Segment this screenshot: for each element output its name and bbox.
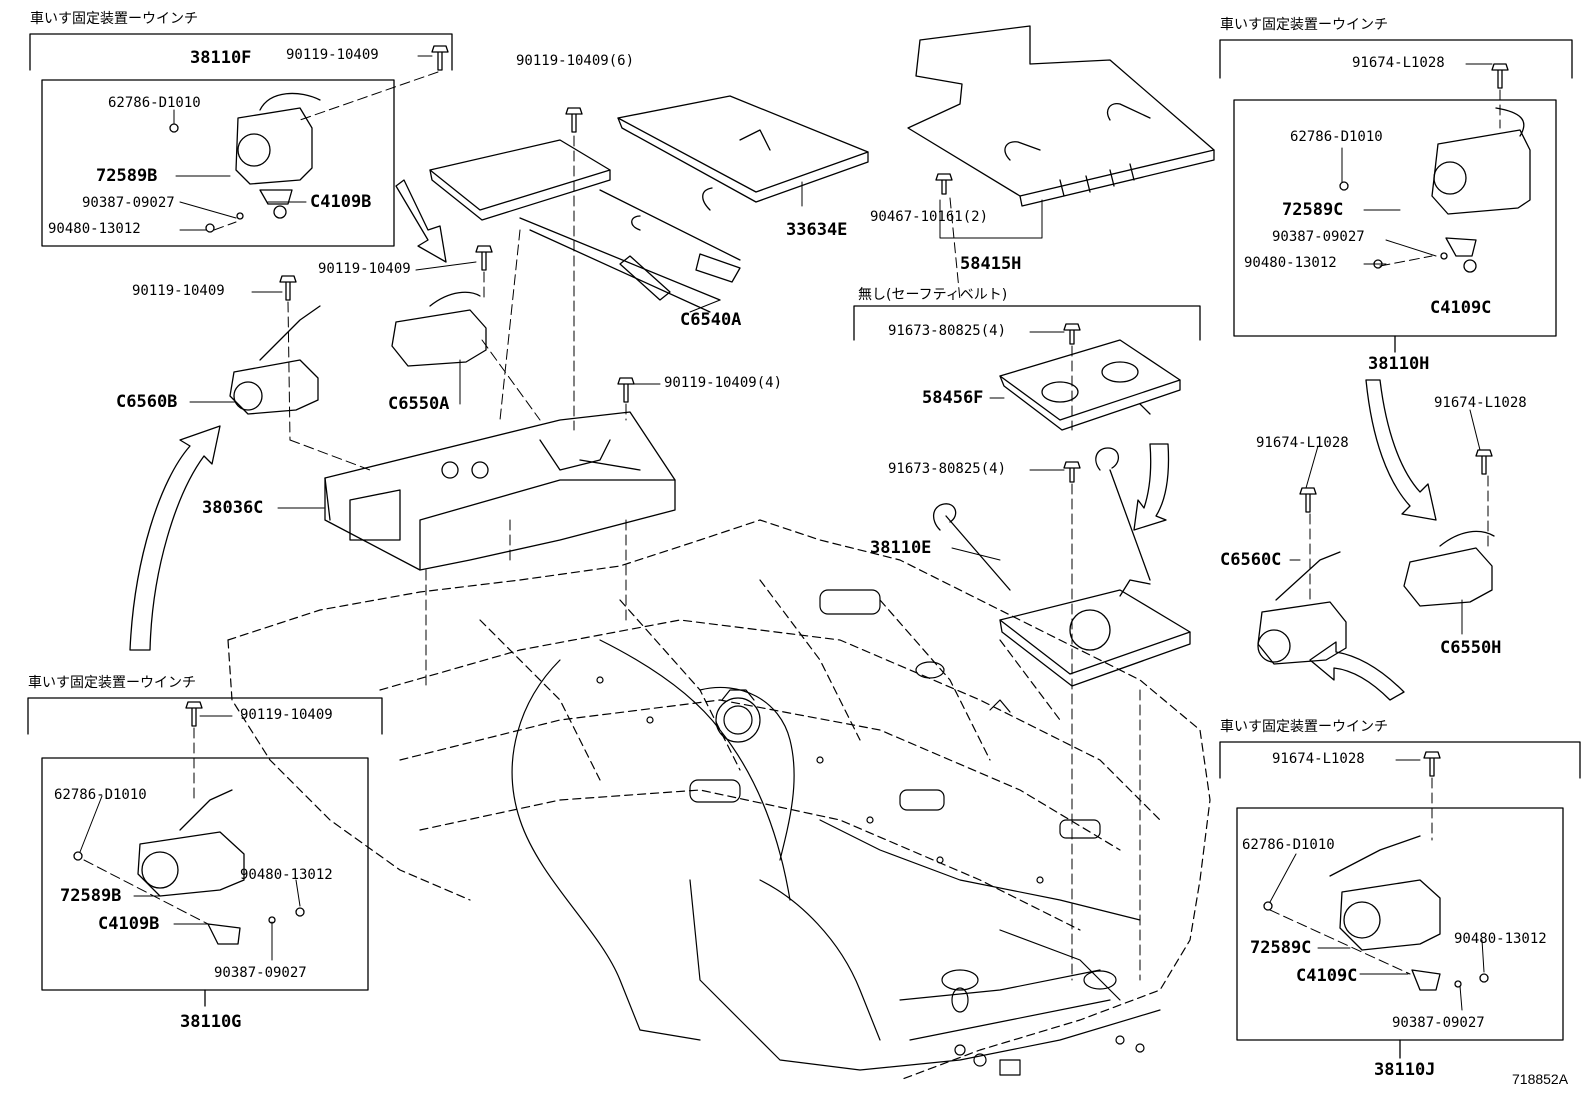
part-label-62786-tr: 62786-D1010	[1290, 129, 1383, 145]
part-label-90387-bl: 90387-09027	[214, 965, 307, 981]
leader-lines	[79, 55, 1493, 1011]
part-label-91674-r1: 91674-L1028	[1434, 395, 1527, 411]
part-label-91673-a: 91673-80825(4)	[888, 323, 1007, 339]
part-label-C6560B: C6560B	[116, 392, 178, 412]
part-label-38036C: 38036C	[202, 498, 264, 518]
part-label-C4109B-bl: C4109B	[98, 914, 160, 934]
winch-unit-top-right	[1431, 107, 1531, 273]
header-winch-top-right: 車いす固定装置ーウインチ	[1220, 17, 1388, 33]
part-label-62786-br: 62786-D1010	[1242, 837, 1335, 853]
part-label-91673-b: 91673-80825(4)	[888, 461, 1007, 477]
part-label-C4109C-tr: C4109C	[1430, 298, 1492, 318]
part-label-38110E: 38110E	[870, 538, 932, 558]
winch-C6550A	[391, 291, 487, 367]
part-label-90387-br: 90387-09027	[1392, 1015, 1485, 1031]
part-label-C6550H: C6550H	[1440, 638, 1502, 658]
group-bracket-bottom-right	[1219, 741, 1581, 1059]
part-label-90387-tr: 90387-09027	[1272, 229, 1365, 245]
group-bracket-middle	[853, 305, 1201, 341]
header-winch-bottom-right: 車いす固定装置ーウインチ	[1220, 719, 1388, 735]
part-label-58456F: 58456F	[922, 388, 984, 408]
part-label-38110G: 38110G	[180, 1012, 242, 1032]
winch-C6560C	[1257, 551, 1347, 665]
part-label-90480-bl: 90480-13012	[240, 867, 333, 883]
assembly-lines	[83, 71, 1501, 981]
part-label-C6550A: C6550A	[388, 394, 450, 414]
winch-base-38110E	[933, 447, 1191, 687]
part-label-58415H: 58415H	[960, 254, 1022, 274]
floor-board-33634E	[617, 95, 869, 203]
group-bracket-top-right	[1219, 39, 1573, 353]
part-label-90119-4: 90119-10409(4)	[664, 375, 783, 391]
part-label-38110F: 38110F	[190, 48, 252, 68]
part-label-90480-tr: 90480-13012	[1244, 255, 1337, 271]
part-label-91674-r2: 91674-L1028	[1256, 435, 1349, 451]
part-label-33634E: 33634E	[786, 220, 848, 240]
part-label-90467: 90467-10161(2)	[870, 209, 989, 225]
rail-plate	[429, 139, 741, 313]
part-label-72589C-br: 72589C	[1250, 938, 1312, 958]
winch-C6560B	[229, 305, 321, 415]
part-label-C6540A: C6540A	[680, 310, 742, 330]
part-label-C6560C: C6560C	[1220, 550, 1282, 570]
header-winch-top-left: 車いす固定装置ーウインチ	[30, 11, 198, 27]
part-label-38110H: 38110H	[1368, 354, 1430, 374]
arrow-right-top	[1133, 443, 1170, 531]
winch-unit-bottom-right	[1329, 835, 1441, 991]
part-label-C4109C-br: C4109C	[1296, 966, 1358, 986]
part-label-90119-left: 90119-10409	[132, 283, 225, 299]
arrow-left-curve	[129, 425, 221, 651]
arrow-right-curve	[1365, 379, 1437, 521]
floor-mat-58415H	[907, 25, 1215, 207]
arrow-right-lower	[1309, 641, 1405, 701]
part-label-72589C-tr: 72589C	[1282, 200, 1344, 220]
winch-C6550H	[1403, 530, 1495, 607]
part-label-62786-tl: 62786-D1010	[108, 95, 201, 111]
part-label-90119-6: 90119-10409(6)	[516, 53, 635, 69]
part-label-62786-bl: 62786-D1010	[54, 787, 147, 803]
header-winch-bottom-left: 車いす固定装置ーウインチ	[28, 675, 196, 691]
part-label-90387-tl: 90387-09027	[82, 195, 175, 211]
part-label-91674-br: 91674-L1028	[1272, 751, 1365, 767]
part-label-91674-tr: 91674-L1028	[1352, 55, 1445, 71]
part-label-C4109B-tl: C4109B	[310, 192, 372, 212]
winch-unit-bottom-left	[137, 789, 245, 945]
group-bracket-top-left	[29, 33, 453, 247]
group-bracket-bottom-left	[27, 697, 383, 1007]
part-label-72589B-bl: 72589B	[60, 886, 122, 906]
part-label-90119-tl: 90119-10409	[286, 47, 379, 63]
header-no-safety-belt: 無し(セーフティベルト)	[858, 287, 1008, 303]
figure-id: 718852A	[1512, 1071, 1569, 1087]
part-label-38110J: 38110J	[1374, 1060, 1436, 1080]
part-label-90119-bl: 90119-10409	[240, 707, 333, 723]
vehicle-floor-pan	[227, 519, 1211, 1081]
part-label-90480-br: 90480-13012	[1454, 931, 1547, 947]
part-label-90480-tl: 90480-13012	[48, 221, 141, 237]
winch-unit-top-left	[235, 92, 321, 219]
seat-frame-38036C	[324, 411, 676, 571]
arrow-top-left	[395, 179, 447, 263]
bolt-icons	[73, 45, 1509, 988]
plate-58456F	[999, 339, 1181, 431]
part-label-90119-mid: 90119-10409	[318, 261, 411, 277]
part-label-72589B-tl: 72589B	[96, 166, 158, 186]
